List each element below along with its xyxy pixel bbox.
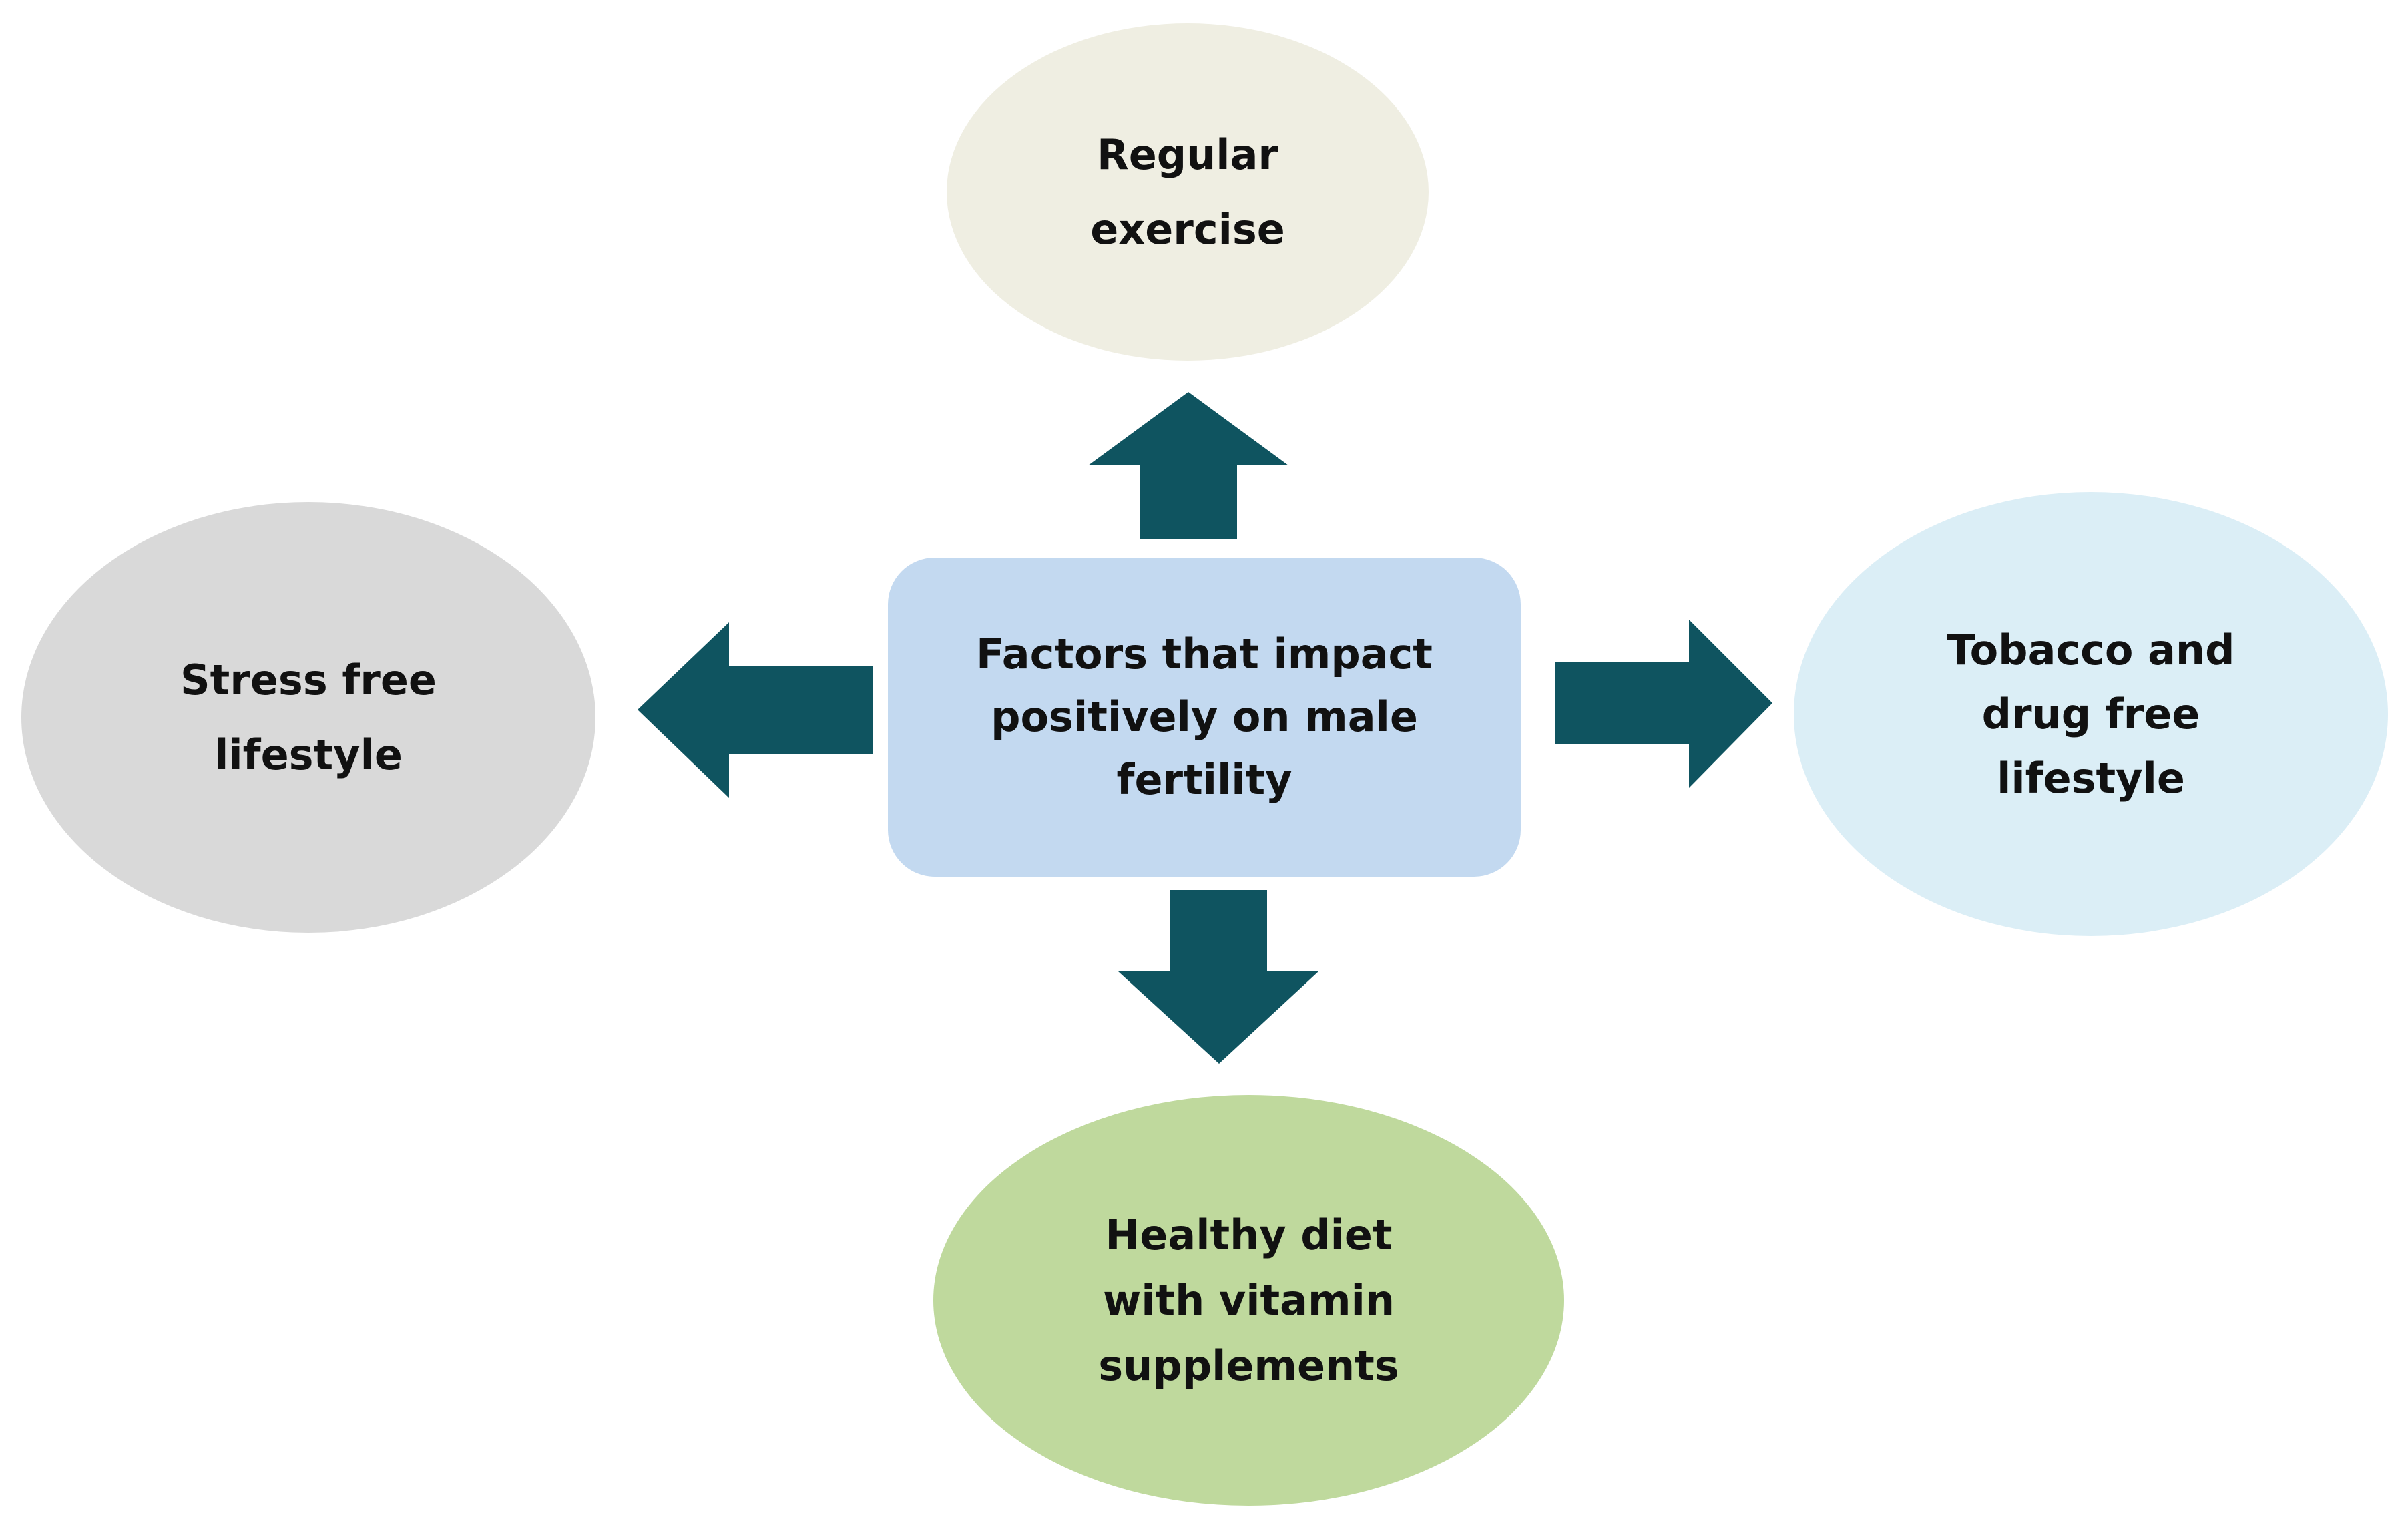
factor-regular-exercise: Regular exercise <box>947 23 1429 361</box>
arrow-down-icon <box>1118 890 1318 1064</box>
factor-healthy-diet: Healthy diet with vitamin supplements <box>933 1095 1564 1506</box>
factor-stress-free-lifestyle: Stress free lifestyle <box>21 502 595 933</box>
factor-healthy-diet-label: Healthy diet with vitamin supplements <box>1098 1210 1399 1390</box>
arrow-left-icon <box>638 622 873 798</box>
arrow-up-icon <box>1088 392 1288 539</box>
factor-tobacco-drug-free-lifestyle: Tobacco and drug free lifestyle <box>1794 492 2388 936</box>
factor-stress-free-lifestyle-label: Stress free lifestyle <box>180 655 437 779</box>
arrow-right-icon <box>1555 620 1772 788</box>
factor-regular-exercise-label: Regular exercise <box>1090 130 1285 254</box>
central-factor-box: Factors that impact positively on male f… <box>888 558 1521 877</box>
central-factor-label: Factors that impact positively on male f… <box>976 630 1433 804</box>
factor-tobacco-drug-free-lifestyle-label: Tobacco and drug free lifestyle <box>1947 625 2235 803</box>
